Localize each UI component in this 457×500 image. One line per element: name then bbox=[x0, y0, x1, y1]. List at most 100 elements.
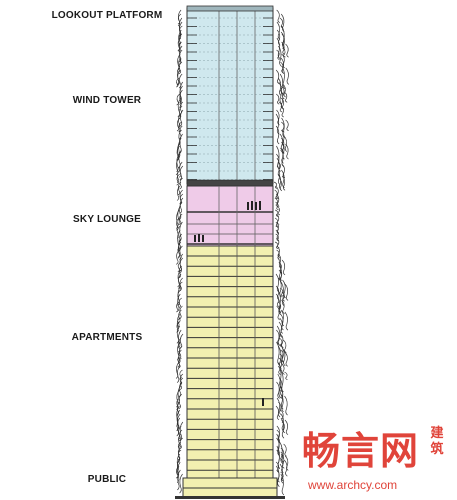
vegetation-strand bbox=[281, 175, 286, 191]
vegetation-strand bbox=[179, 109, 184, 127]
vegetation-strand bbox=[277, 77, 282, 97]
vegetation-strand bbox=[275, 233, 279, 242]
people-figures bbox=[194, 201, 261, 242]
vegetation-strand bbox=[177, 469, 181, 491]
vegetation-strand bbox=[176, 365, 181, 383]
vegetation-strand bbox=[276, 469, 280, 483]
vegetation-strand bbox=[177, 273, 182, 289]
watermark: 畅言网 建筑 www.archcy.com bbox=[298, 420, 454, 498]
vegetation-strand bbox=[281, 117, 285, 139]
vegetation-strand bbox=[275, 125, 280, 145]
vegetation-strand bbox=[275, 293, 280, 307]
vegetation-strand bbox=[178, 349, 182, 364]
vegetation-strand bbox=[177, 205, 181, 226]
vegetation-strand bbox=[278, 261, 282, 274]
vegetation-strand bbox=[280, 413, 285, 432]
public-label: PUBLIC bbox=[87, 474, 127, 485]
figure bbox=[262, 398, 264, 406]
lookout-platform-deck bbox=[186, 5, 274, 12]
vegetation-strand bbox=[177, 241, 182, 259]
vegetation-strand bbox=[276, 157, 281, 178]
vegetation-strand bbox=[178, 33, 183, 46]
vegetation-strand bbox=[275, 201, 279, 211]
vegetation-strand bbox=[274, 197, 278, 207]
vegetation-strand bbox=[275, 113, 280, 135]
sky-lounge-zone bbox=[186, 185, 274, 247]
vegetation-strand bbox=[177, 445, 182, 463]
vegetation-strand bbox=[280, 409, 284, 423]
vegetation-strand bbox=[178, 393, 182, 410]
vegetation-strand bbox=[278, 81, 282, 105]
vegetation-strand bbox=[177, 329, 182, 349]
vegetation-strand bbox=[176, 77, 180, 88]
vegetation-strand bbox=[284, 371, 288, 380]
vegetation-strand bbox=[279, 287, 284, 297]
vegetation-strand bbox=[276, 29, 281, 46]
vegetation-strand bbox=[281, 163, 286, 178]
lookout-platform-label: LOOKOUT PLATFORM bbox=[51, 10, 163, 21]
vegetation-strand bbox=[274, 189, 278, 200]
vegetation-strand bbox=[275, 185, 279, 200]
vegetation-strand bbox=[280, 149, 284, 167]
vegetation-strand bbox=[178, 21, 183, 40]
public-zone bbox=[175, 477, 285, 499]
vegetation-strand bbox=[276, 465, 280, 488]
vegetation-strand bbox=[176, 321, 180, 333]
vegetation-strand bbox=[278, 269, 283, 281]
vegetation-strand bbox=[281, 291, 285, 302]
vegetation-strand bbox=[178, 201, 183, 221]
vegetation-strand bbox=[275, 213, 280, 225]
vegetation-strand bbox=[283, 91, 288, 103]
vegetation-strand bbox=[178, 357, 182, 369]
wind-tower-zone bbox=[186, 5, 274, 187]
vegetation-strand bbox=[276, 21, 281, 40]
vegetation-strand bbox=[276, 205, 280, 216]
vegetation-strand bbox=[276, 341, 280, 366]
vegetation-strand bbox=[284, 459, 288, 477]
vegetation-strand bbox=[280, 343, 284, 363]
vegetation-strand bbox=[176, 117, 181, 132]
vegetation-strand bbox=[177, 433, 182, 448]
vegetation-strand bbox=[281, 41, 285, 55]
vegetation-strand bbox=[279, 441, 283, 464]
vegetation-strand bbox=[176, 301, 180, 313]
wind-tower-label: WIND TOWER bbox=[72, 95, 142, 106]
vegetation-strand bbox=[285, 143, 289, 160]
vegetation-strand bbox=[278, 101, 283, 113]
vegetation-strand bbox=[179, 437, 183, 450]
vegetation-strand bbox=[177, 113, 182, 129]
vegetation-strand bbox=[281, 299, 285, 315]
vegetation-strand bbox=[176, 453, 181, 472]
vegetation-strand bbox=[284, 311, 289, 331]
vegetation-strand bbox=[283, 339, 287, 353]
wind-tower-body bbox=[186, 7, 274, 185]
vegetation-strand bbox=[284, 283, 289, 301]
vegetation-strand bbox=[276, 49, 280, 61]
vegetation-strand bbox=[176, 401, 181, 416]
apartments-zone bbox=[186, 245, 274, 479]
vegetation-strand bbox=[284, 419, 289, 435]
vegetation-strand bbox=[179, 373, 184, 386]
vegetation-strand bbox=[179, 177, 183, 190]
vegetation-strand bbox=[178, 45, 183, 63]
vegetation-strand bbox=[278, 321, 283, 338]
vegetation-strand bbox=[280, 281, 285, 307]
vegetation-strand bbox=[281, 121, 285, 133]
vegetation-edges bbox=[175, 9, 290, 496]
vegetation-strand bbox=[277, 173, 282, 190]
vegetation-strand bbox=[176, 173, 180, 186]
vegetation-strand bbox=[278, 401, 282, 416]
vegetation-strand bbox=[281, 363, 285, 375]
wind-tower-base-band bbox=[186, 179, 274, 187]
vegetation-strand bbox=[176, 169, 181, 183]
vegetation-strand bbox=[278, 177, 283, 192]
vegetation-strand bbox=[276, 329, 280, 346]
wind-tower-slabs bbox=[187, 17, 273, 180]
vegetation-strand bbox=[281, 169, 285, 189]
vegetation-strand bbox=[277, 301, 282, 313]
vegetation-strand bbox=[179, 473, 183, 494]
vegetation-strand bbox=[179, 305, 183, 320]
vegetation-strand bbox=[276, 381, 280, 399]
vegetation-strand bbox=[276, 433, 280, 454]
vegetation-strand bbox=[275, 69, 280, 85]
